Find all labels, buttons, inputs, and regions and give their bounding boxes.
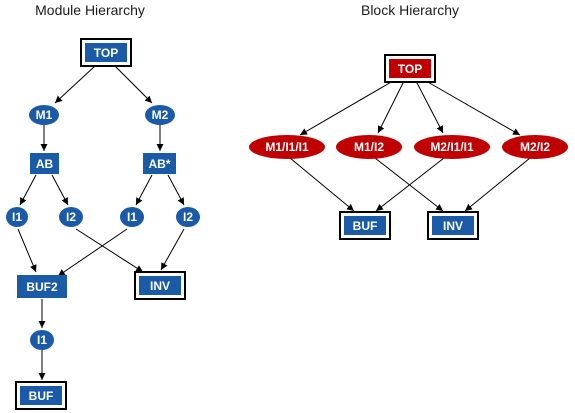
edge-m2i2-inv [464,157,531,212]
edge-m2i1i1-buf [375,157,445,212]
edge-i1a-buf2 [17,228,37,273]
module-node-buf: BUF [15,381,67,410]
module-node-i1-b: I1 [120,207,144,227]
module-node-ab-star-label: AB* [148,157,170,171]
block-node-m1-i1-i1-label: M1/I1/I1 [265,140,309,154]
block-node-m1-i2: M1/I2 [336,135,402,159]
block-edges [289,80,531,212]
block-hierarchy-title: Block Hierarchy [361,2,459,18]
block-node-buf-label: BUF [353,219,378,233]
block-node-top-label: TOP [398,62,422,76]
module-node-ab: AB [30,153,59,174]
block-node-top: TOP [384,54,436,83]
module-node-i2-a: I2 [59,207,83,227]
edge-ab-i2 [51,174,69,206]
module-node-top: TOP [80,38,132,67]
edge-btop-m2i1i1 [415,80,444,134]
edge-btop-m1i1i1 [299,80,394,136]
module-node-inv: INV [134,271,186,300]
block-node-inv: INV [427,211,479,240]
edge-i1b-buf2 [57,228,128,277]
edge-btop-m2i2 [425,80,521,136]
module-node-m2: M2 [145,105,175,125]
module-node-top-label: TOP [94,46,118,60]
block-node-buf: BUF [339,211,391,240]
module-hierarchy-title: Module Hierarchy [35,2,145,18]
module-node-i2-b-label: I2 [183,210,193,224]
edge-m1i2-inv [374,157,444,212]
module-node-buf-label: BUF [29,389,54,403]
edge-m1i1i1-buf [289,157,355,212]
block-node-inv-label: INV [443,219,463,233]
module-node-ab-star: AB* [143,153,176,174]
edge-top-m2 [114,65,153,104]
edge-i2b-inv [160,228,185,271]
edge-abstar-i1 [135,174,153,206]
block-node-m2-i1-i1: M2/I1/I1 [414,135,490,159]
block-node-m1-i2-label: M1/I2 [354,140,384,154]
module-node-inv-label: INV [150,279,170,293]
block-node-m2-i1-i1-label: M2/I1/I1 [430,140,474,154]
block-node-m2-i2-label: M2/I2 [520,140,550,154]
module-node-m2-label: M2 [152,108,169,122]
module-node-m1: M1 [29,105,59,125]
block-node-m1-i1-i1: M1/I1/I1 [249,135,325,159]
module-node-buf2-label: BUF2 [26,280,58,294]
module-node-i2-a-label: I2 [66,210,76,224]
module-node-i2-b: I2 [176,207,200,227]
module-node-ab-label: AB [36,157,54,171]
module-node-i1-c-label: I1 [37,333,47,347]
edge-btop-m1i2 [377,80,405,134]
edge-top-m1 [54,65,96,104]
edge-i2a-inv [75,228,144,273]
module-edges [17,65,185,380]
edge-abstar-i2 [167,174,185,206]
module-node-m1-label: M1 [36,108,53,122]
module-node-i1-b-label: I1 [127,210,137,224]
module-node-i1-c: I1 [30,330,54,350]
module-node-i1-a-label: I1 [12,210,22,224]
edge-ab-i1 [19,174,37,206]
module-node-buf2: BUF2 [17,275,67,298]
block-node-m2-i2: M2/I2 [502,135,568,159]
module-node-i1-a: I1 [6,207,28,227]
